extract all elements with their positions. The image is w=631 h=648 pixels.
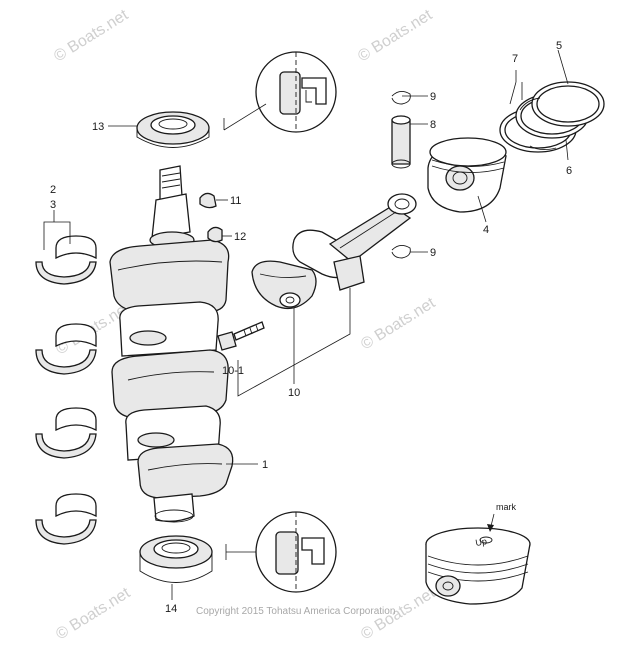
label-part-5: 5 — [556, 40, 562, 52]
label-part-6: 6 — [566, 165, 572, 177]
label-part-4: 4 — [483, 224, 489, 236]
piston-up-mark: Up — [475, 536, 488, 548]
oil-seal-lower — [139, 535, 213, 583]
label-part-9-lower: 9 — [430, 247, 436, 259]
watermark-text: © Boats.net — [53, 584, 134, 643]
watermark-text: © Boats.net — [355, 6, 436, 65]
key-12 — [207, 226, 232, 243]
leader-lines — [108, 49, 569, 600]
circlip-lower — [391, 245, 411, 259]
connecting-rod — [292, 193, 417, 291]
label-part-12: 12 — [234, 231, 246, 243]
circlip-upper — [391, 91, 411, 105]
seal-detail-lower — [225, 511, 337, 593]
label-part-10: 10 — [288, 387, 300, 399]
watermarks: © Boats.net © Boats.net © Boats.net © Bo… — [51, 6, 439, 643]
bearing-half — [35, 323, 97, 375]
copyright-notice: Copyright 2015 Tohatsu America Corporati… — [196, 606, 395, 617]
watermark-text: © Boats.net — [51, 6, 132, 65]
key-11 — [199, 192, 228, 209]
seal-detail-upper — [223, 51, 337, 133]
crankshaft — [109, 165, 234, 523]
bearing-half — [35, 235, 97, 285]
connecting-rod-cap — [251, 260, 317, 310]
label-part-1: 1 — [262, 459, 268, 471]
label-part-3: 3 — [50, 199, 56, 211]
label-part-10-1: 10-1 — [222, 365, 244, 377]
main-bearing-set — [35, 210, 97, 545]
label-part-13: 13 — [92, 121, 104, 133]
label-part-14: 14 — [165, 603, 177, 615]
piston-mark-view: Up — [425, 513, 531, 605]
label-part-2: 2 — [50, 184, 56, 196]
oil-seal-upper — [136, 111, 210, 148]
label-part-9-upper: 9 — [430, 91, 436, 103]
watermark-text: © Boats.net — [358, 294, 439, 353]
bearing-half — [35, 407, 97, 459]
piston-pin — [391, 115, 411, 169]
label-part-8: 8 — [430, 119, 436, 131]
rod-bolt — [217, 321, 265, 351]
part-labels: 1 2 3 4 5 6 7 8 9 9 10 10-1 11 12 13 14 … — [50, 40, 572, 615]
bearing-half — [35, 493, 97, 545]
label-part-11: 11 — [230, 195, 241, 207]
label-part-7: 7 — [512, 53, 518, 65]
label-mark: mark — [496, 502, 516, 512]
piston-rings — [499, 81, 605, 153]
piston — [427, 137, 507, 213]
